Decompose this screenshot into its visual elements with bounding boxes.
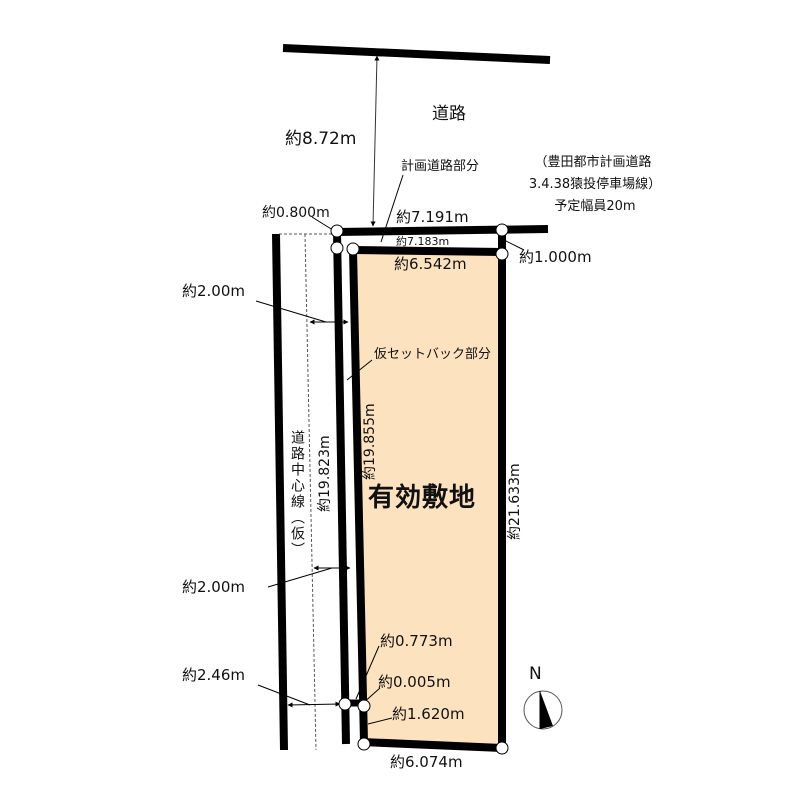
planned-road-note-1: （豊田都市計画道路 [534, 155, 652, 170]
planned-road-note-2: 3.4.38猿投停車場線） [528, 177, 662, 192]
planned-road-note-3: 予定幅員20m [554, 199, 636, 214]
dim-left-offset-mid: 約2.00m [182, 578, 246, 596]
road-width-label: 約8.72m [285, 129, 357, 149]
dim-bottom-c: 約1.620m [392, 705, 465, 723]
setback-label: 仮セットバック部分 [374, 347, 492, 362]
road-label: 道路 [432, 104, 466, 124]
dim-bottom-a: 約0.773m [380, 632, 453, 650]
setback-line [333, 231, 350, 745]
planned-road-line [336, 225, 549, 236]
road-width-dimension [370, 55, 380, 227]
dim-lot-left: 約19.855m [362, 403, 378, 480]
vertex-markers [330, 223, 509, 755]
leader-0-773 [355, 645, 380, 700]
dim-left-offset-top: 約2.00m [182, 282, 246, 300]
lot-left-line [349, 249, 368, 743]
dim-top-inner: 約7.183m [396, 235, 450, 248]
road-centerline-vertical [304, 233, 317, 751]
leader-setback [346, 359, 373, 381]
dim-setback-side: 約19.823m [317, 435, 333, 512]
lot-bottom-line [361, 738, 503, 752]
dim-bottom: 約6.074m [390, 753, 463, 771]
road-top-edge [282, 44, 551, 64]
north-compass-icon [523, 690, 563, 730]
leader-2-00-mid [267, 567, 333, 588]
dim-bottom-b: 約0.005m [378, 673, 451, 691]
compass-north-label: N [529, 664, 542, 684]
offset-dimension-bottom [287, 701, 341, 708]
planned-road-label: 計画道路部分 [401, 159, 480, 174]
effective-lot-area [354, 252, 502, 748]
dim-corner-right: 約1.000m [519, 248, 592, 266]
dim-corner-left: 約0.800m [262, 205, 330, 221]
lot-top-line [352, 246, 503, 256]
leader-1-000 [503, 239, 525, 251]
dim-top-lot: 約6.542m [394, 255, 467, 273]
dim-top-outer: 約7.191m [396, 208, 469, 226]
dim-left-offset-bottom: 約2.46m [182, 666, 246, 684]
leader-planned-road [380, 174, 404, 243]
leader-2-00-top [255, 300, 327, 323]
leader-2-46 [257, 684, 311, 706]
road-left-edge [272, 233, 288, 751]
centerline-label: 道路中心線（仮） [289, 430, 305, 558]
dim-lot-right: 約21.633m [507, 463, 523, 540]
leader-1-620 [367, 717, 393, 725]
effective-lot-label: 有効敷地 [368, 483, 477, 513]
